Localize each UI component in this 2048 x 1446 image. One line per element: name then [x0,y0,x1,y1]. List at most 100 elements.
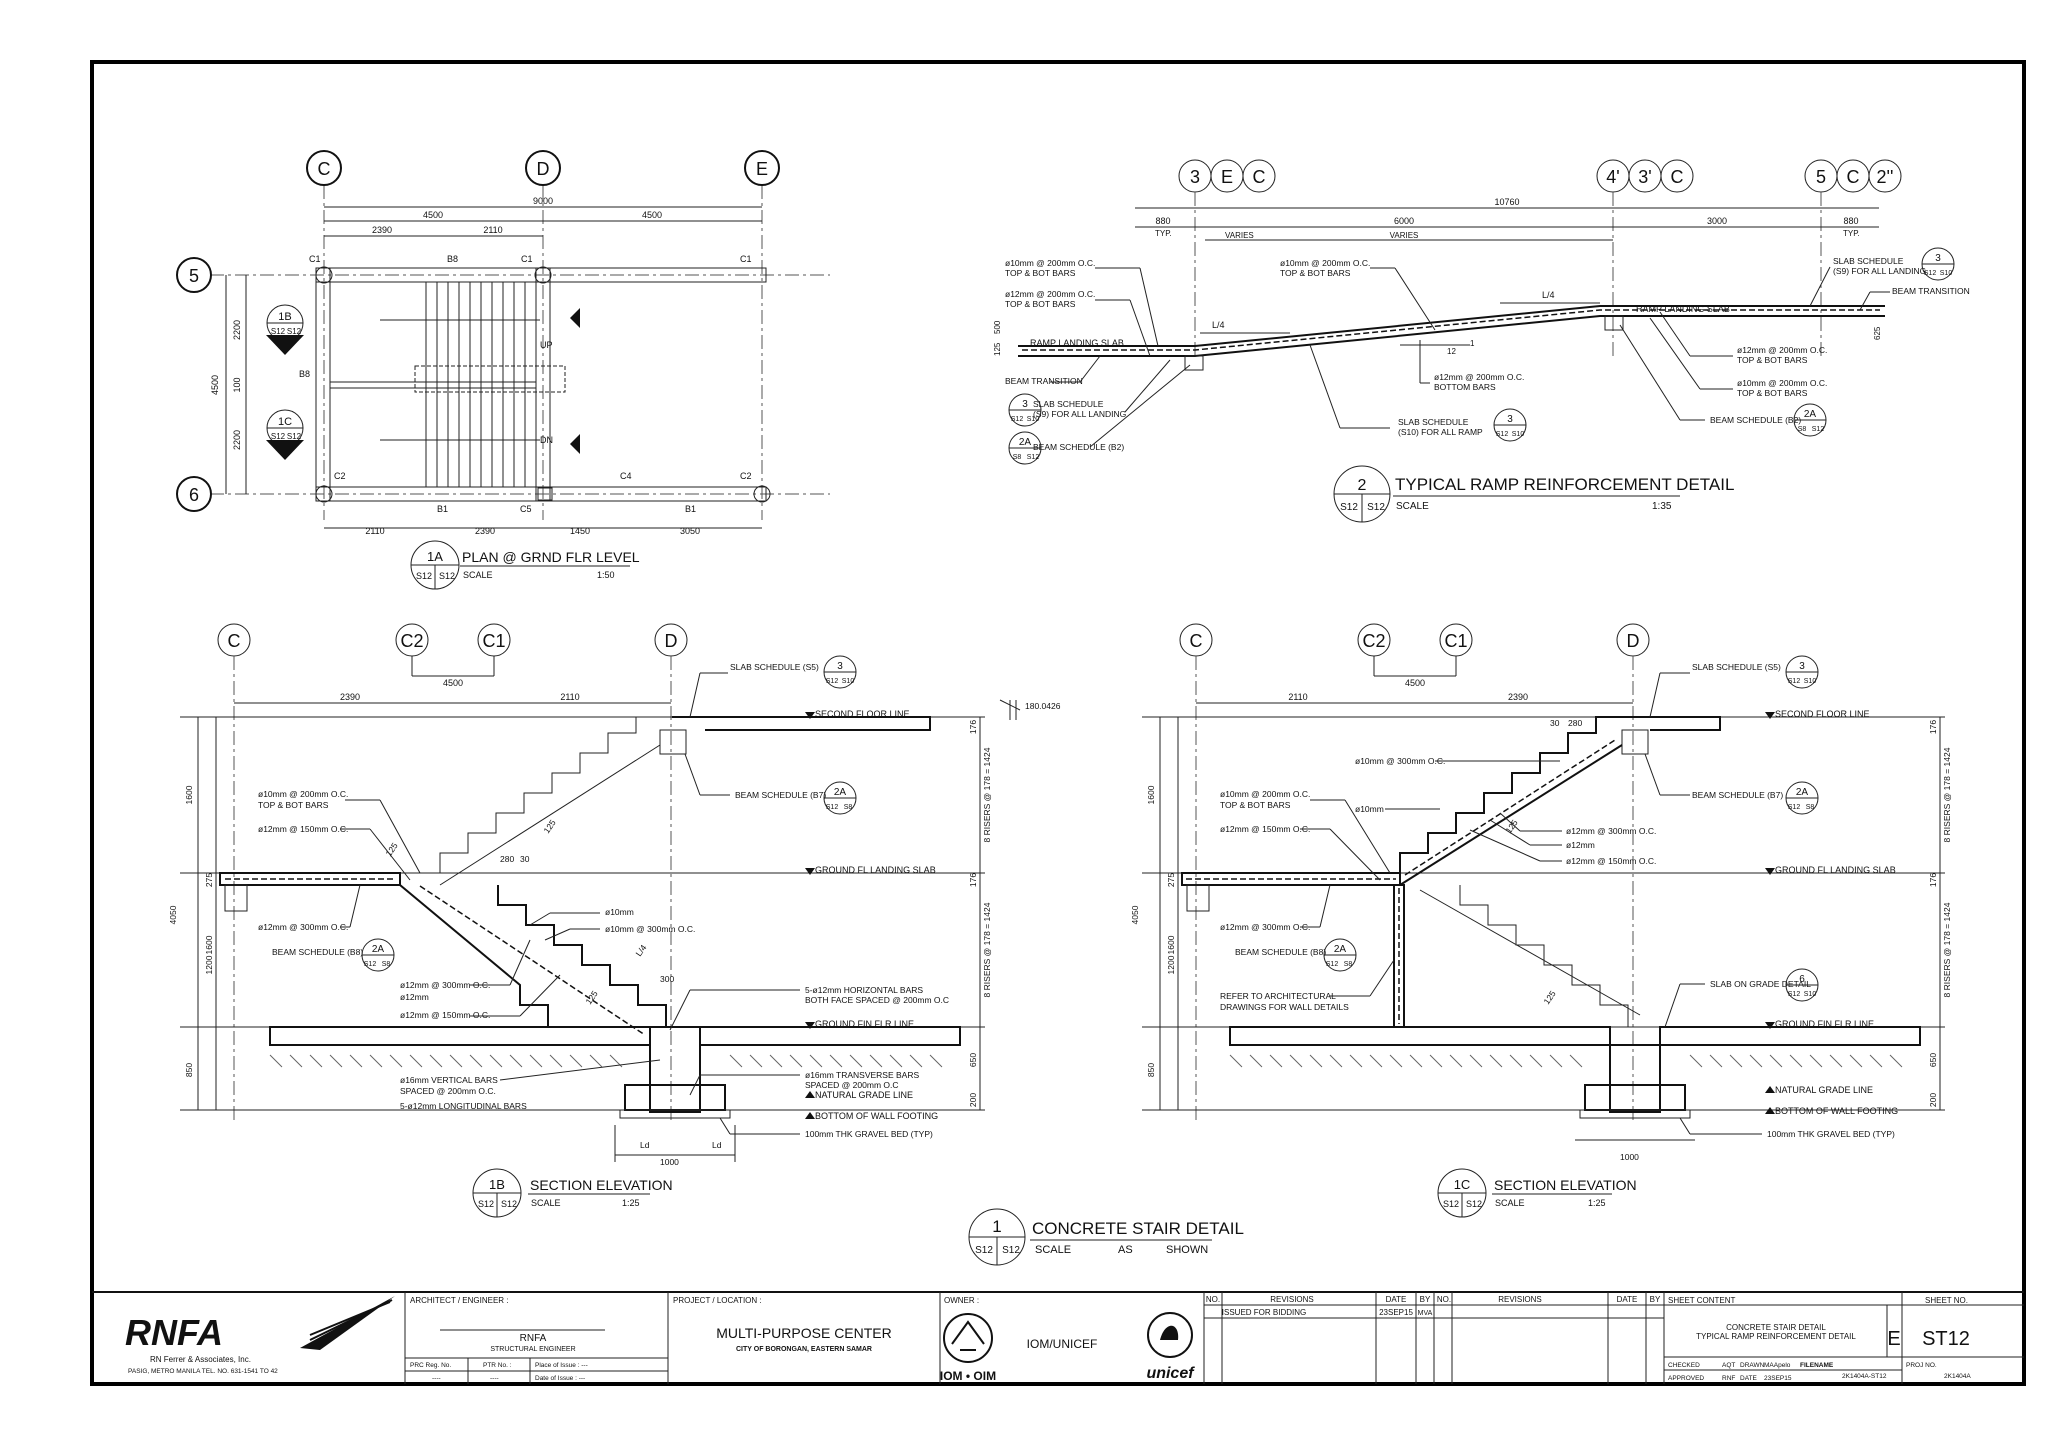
svg-text:ø12mm @ 150mm O.C.: ø12mm @ 150mm O.C. [1566,856,1656,866]
svg-text:ø10mm: ø10mm [1355,804,1384,814]
title-block: RNFA RN Ferrer & Associates, Inc. PASIG,… [125,1292,2024,1384]
plan-col-label: C1 [309,254,321,264]
svg-text:S12: S12 [271,432,286,441]
svg-text:TYP.: TYP. [1843,229,1860,238]
svg-text:RNFA: RNFA [125,1312,223,1353]
main-title-concrete-stair: 1 S12 S12 CONCRETE STAIR DETAIL SCALE AS… [968,1208,1244,1266]
svg-text:GROUND FIN FLR LINE: GROUND FIN FLR LINE [1775,1019,1874,1029]
svg-text:BEAM SCHEDULE (B2): BEAM SCHEDULE (B2) [1033,442,1124,452]
svg-text:S10: S10 [1804,991,1817,998]
svg-text:BEAM SCHEDULE (B7): BEAM SCHEDULE (B7) [1692,790,1783,800]
svg-text:ø12mm @ 200mm O.C.: ø12mm @ 200mm O.C. [1737,345,1827,355]
svg-text:BEAM SCHEDULE (B7): BEAM SCHEDULE (B7) [735,790,826,800]
svg-text:BEAM TRANSITION: BEAM TRANSITION [1005,376,1083,386]
svg-text:850: 850 [1146,1063,1156,1077]
revisions-table: NO. REVISIONS DATE BY NO. REVISIONS DATE… [1206,1295,1661,1317]
plan-dim-bottom: 2390 [475,526,495,536]
svg-text:SECOND FLOOR LINE: SECOND FLOOR LINE [1775,709,1870,719]
svg-text:TOP & BOT BARS: TOP & BOT BARS [1005,268,1076,278]
svg-text:S12: S12 [501,1199,517,1209]
svg-text:S12: S12 [1788,678,1801,685]
svg-text:S8: S8 [1344,961,1353,968]
svg-text:Ld: Ld [640,1140,650,1150]
svg-text:2A: 2A [372,944,385,955]
svg-text:1:50: 1:50 [597,570,615,580]
svg-text:300: 300 [660,974,674,984]
plan-dim-sub: 2110 [483,225,502,235]
owner-label: OWNER : [944,1296,979,1305]
plan-col-label: C4 [620,471,632,481]
svg-text:TOP & BOT BARS: TOP & BOT BARS [258,800,329,810]
svg-text:1A: 1A [427,549,443,564]
svg-text:TYPICAL RAMP REINFORCEMENT DET: TYPICAL RAMP REINFORCEMENT DETAIL [1395,475,1734,494]
svg-text:C: C [228,631,241,651]
svg-text:125: 125 [1503,818,1519,836]
svg-text:ø10mm @ 200mm O.C.: ø10mm @ 200mm O.C. [1737,378,1827,388]
svg-text:SLAB SCHEDULE: SLAB SCHEDULE [1398,417,1469,427]
svg-text:NO.: NO. [1206,1295,1220,1304]
grid-bubble-c [306,150,342,186]
section-marker-1b: 1B S12 S12 [266,304,304,355]
svg-text:BEAM SCHEDULE (B8): BEAM SCHEDULE (B8) [272,947,363,957]
svg-text:SCALE: SCALE [531,1198,561,1208]
svg-text:S12: S12 [975,1245,993,1256]
plan-dim-left: 100 [232,377,242,392]
svg-text:S12: S12 [416,571,432,581]
section-marker-1c: 1C S12 S12 [266,409,304,460]
svg-text:S12: S12 [1443,1199,1459,1209]
svg-text:S12: S12 [1924,270,1937,277]
svg-text:3: 3 [1935,253,1941,264]
svg-text:125: 125 [1541,989,1557,1007]
svg-text:GROUND FL LANDING SLAB: GROUND FL LANDING SLAB [1775,865,1896,875]
svg-text:AS: AS [1118,1244,1133,1256]
svg-text:SECTION ELEVATION: SECTION ELEVATION [1494,1177,1637,1193]
svg-text:C: C [1190,631,1203,651]
project-label: PROJECT / LOCATION : [673,1296,762,1305]
svg-text:2K1404A: 2K1404A [1944,1373,1971,1380]
svg-text:C1: C1 [482,631,505,651]
svg-text:S12: S12 [1002,1245,1020,1256]
svg-text:176: 176 [968,720,978,734]
svg-text:30: 30 [520,854,530,864]
svg-text:2A: 2A [1334,944,1347,955]
svg-text:S8: S8 [382,961,391,968]
plan-dim-sub: 2390 [372,225,392,235]
plan-beam-label: B8 [447,254,458,264]
sheet-number: ST12 [1922,1328,1970,1350]
svg-text:NATURAL GRADE LINE: NATURAL GRADE LINE [1775,1085,1873,1095]
svg-text:BOTTOM BARS: BOTTOM BARS [1434,382,1496,392]
svg-text:275: 275 [1166,873,1176,887]
svg-text:CHECKED: CHECKED [1668,1362,1700,1369]
svg-text:30: 30 [1550,718,1560,728]
svg-text:NATURAL GRADE LINE: NATURAL GRADE LINE [815,1090,913,1100]
svg-text:ISSUED FOR BIDDING: ISSUED FOR BIDDING [1222,1308,1306,1317]
ramp-dim-total: 10760 [1494,197,1519,207]
svg-text:2K1404A-ST12: 2K1404A-ST12 [1842,1373,1887,1380]
svg-text:SLAB SCHEDULE (S5): SLAB SCHEDULE (S5) [1692,662,1781,672]
svg-text:S12: S12 [1496,431,1509,438]
svg-text:SCALE: SCALE [1035,1244,1071,1256]
svg-text:1600: 1600 [184,785,194,804]
svg-text:4500: 4500 [1405,678,1425,688]
svg-text:1600: 1600 [1166,935,1176,954]
svg-text:RNF: RNF [1722,1375,1735,1382]
svg-text:S12: S12 [1812,426,1825,433]
grid-label-6: 6 [189,485,199,505]
svg-text:S10: S10 [1027,416,1040,423]
svg-text:SHOWN: SHOWN [1166,1244,1208,1256]
plan-dim-top: 4500 [423,210,443,220]
svg-text:8 RISERS @ 178 = 1424: 8 RISERS @ 178 = 1424 [982,902,992,997]
svg-text:FILENAME: FILENAME [1800,1362,1834,1369]
svg-text:Date of Issue : ---: Date of Issue : --- [535,1375,585,1382]
ramp-marker: 3 S12 S10 2A S8 S12 3 S12 S10 2A S8 S12 … [1008,247,1955,465]
svg-text:(S9) FOR ALL LANDING: (S9) FOR ALL LANDING [1033,409,1126,419]
plan-up-label: UP [540,340,553,350]
svg-text:2A: 2A [1796,787,1809,798]
section-1c: C C2 C1 D 4500 2110 2390 1600 275 1600 1… [1130,623,1952,1218]
svg-text:1:25: 1:25 [1588,1198,1606,1208]
grid-label-5: 5 [189,266,199,286]
svg-text:S12: S12 [1367,502,1385,513]
svg-text:PASIG, METRO MANILA TEL. NO.: PASIG, METRO MANILA TEL. NO. 631-1541 TO… [128,1368,278,1375]
svg-text:4050: 4050 [168,905,178,924]
svg-text:----: ---- [432,1375,441,1382]
